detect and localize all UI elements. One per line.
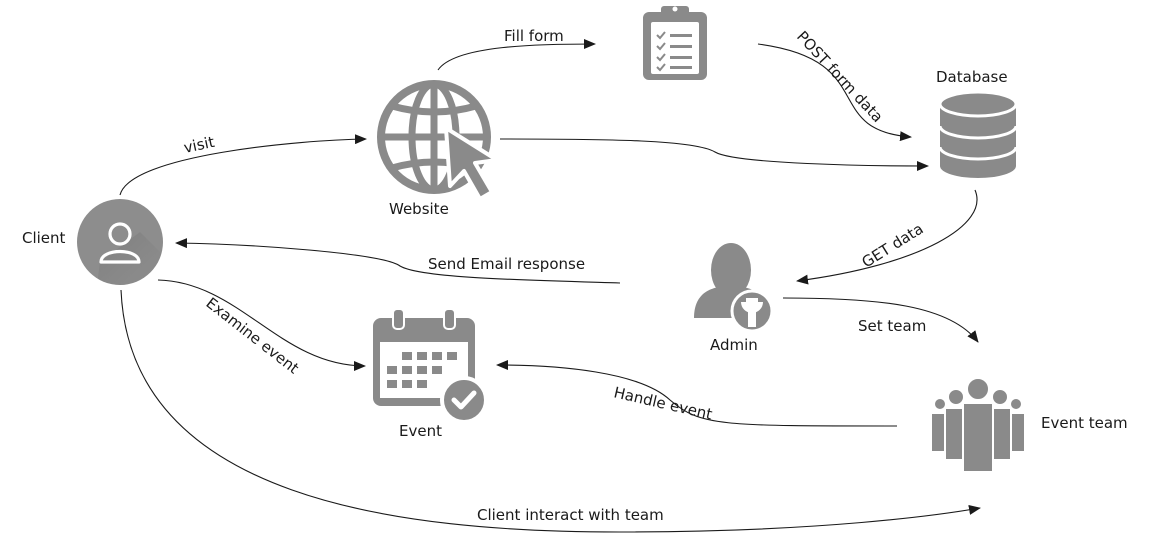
event-team-label: Event team <box>1041 414 1128 432</box>
team-group-icon <box>930 377 1026 473</box>
edge-examine-event <box>157 279 366 371</box>
admin-wrench-icon <box>694 243 774 333</box>
edge-label-examine-event: Examine event <box>203 294 303 378</box>
edge-client-interact <box>120 289 981 533</box>
client-node: Client <box>22 199 163 285</box>
edge-label-send-email: Send Email response <box>428 255 585 273</box>
event-label: Event <box>399 422 442 440</box>
edge-label-visit: visit <box>182 133 216 157</box>
form-node <box>643 6 707 80</box>
database-node: Database <box>936 68 1018 178</box>
edge-label-set-team: Set team <box>858 317 926 335</box>
clipboard-checklist-icon <box>643 6 707 80</box>
website-node: Website <box>377 80 499 218</box>
calendar-check-icon <box>373 308 488 424</box>
admin-node: Admin <box>694 243 774 354</box>
edge-label-client-interact: Client interact with team <box>477 506 664 524</box>
edge-send-email <box>175 238 621 284</box>
edge-handle-event <box>496 360 898 427</box>
edge-label-get-data: GET data <box>859 220 927 272</box>
edge-post-form-data <box>757 43 912 142</box>
client-label: Client <box>22 229 66 247</box>
edge-label-fill-form: Fill form <box>504 27 564 45</box>
globe-cursor-icon <box>377 80 499 201</box>
event-node: Event <box>373 308 488 440</box>
edge-visit <box>119 134 367 196</box>
edge-website-database <box>499 138 929 171</box>
admin-label: Admin <box>710 336 758 354</box>
event-team-node: Event team <box>930 377 1128 473</box>
database-label: Database <box>936 68 1008 86</box>
database-icon <box>938 90 1018 178</box>
edge-label-post-form-data: POST form data <box>793 27 887 125</box>
edge-label-handle-event: Handle event <box>612 383 714 423</box>
edge-get-data <box>796 189 978 285</box>
edge-fill-form <box>437 39 596 71</box>
website-label: Website <box>389 200 449 218</box>
user-avatar-icon <box>77 199 163 285</box>
edge-set-team <box>782 297 979 343</box>
